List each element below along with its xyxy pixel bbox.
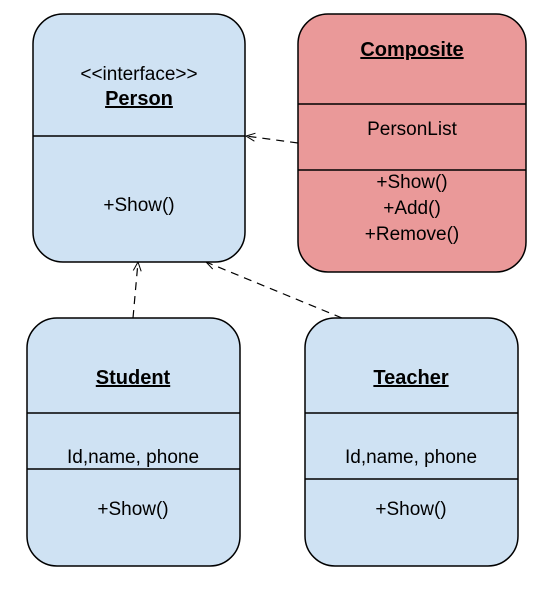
relation-student-to-person bbox=[132, 262, 138, 319]
class-student[interactable]: Student Id,name, phone +Show() bbox=[26, 317, 241, 567]
class-composite-method-show: +Show() bbox=[376, 172, 447, 193]
class-composite[interactable]: Composite PersonList +Show() +Add() +Rem… bbox=[297, 13, 527, 273]
class-teacher[interactable]: Teacher Id,name, phone +Show() bbox=[304, 317, 519, 567]
class-student-method: +Show() bbox=[97, 499, 168, 520]
class-person[interactable]: <<interface>> Person +Show() bbox=[32, 13, 246, 263]
class-composite-box bbox=[297, 13, 527, 273]
class-student-name: Student bbox=[96, 367, 171, 389]
class-composite-method-remove: +Remove() bbox=[365, 224, 460, 245]
class-student-attributes: Id,name, phone bbox=[67, 447, 199, 468]
class-person-method: +Show() bbox=[103, 195, 174, 216]
class-student-box bbox=[26, 317, 241, 567]
class-composite-name: Composite bbox=[360, 39, 463, 61]
relation-composite-to-person bbox=[246, 136, 299, 144]
class-person-name: Person bbox=[105, 88, 173, 110]
class-person-box bbox=[32, 13, 246, 263]
relation-teacher-to-person bbox=[206, 262, 343, 319]
class-composite-method-add: +Add() bbox=[383, 198, 441, 219]
class-teacher-attributes: Id,name, phone bbox=[345, 447, 477, 468]
class-person-stereotype: <<interface>> bbox=[80, 64, 197, 85]
class-teacher-name: Teacher bbox=[373, 367, 448, 389]
class-teacher-box bbox=[304, 317, 519, 567]
class-teacher-method: +Show() bbox=[375, 499, 446, 520]
class-composite-attribute: PersonList bbox=[367, 119, 457, 140]
